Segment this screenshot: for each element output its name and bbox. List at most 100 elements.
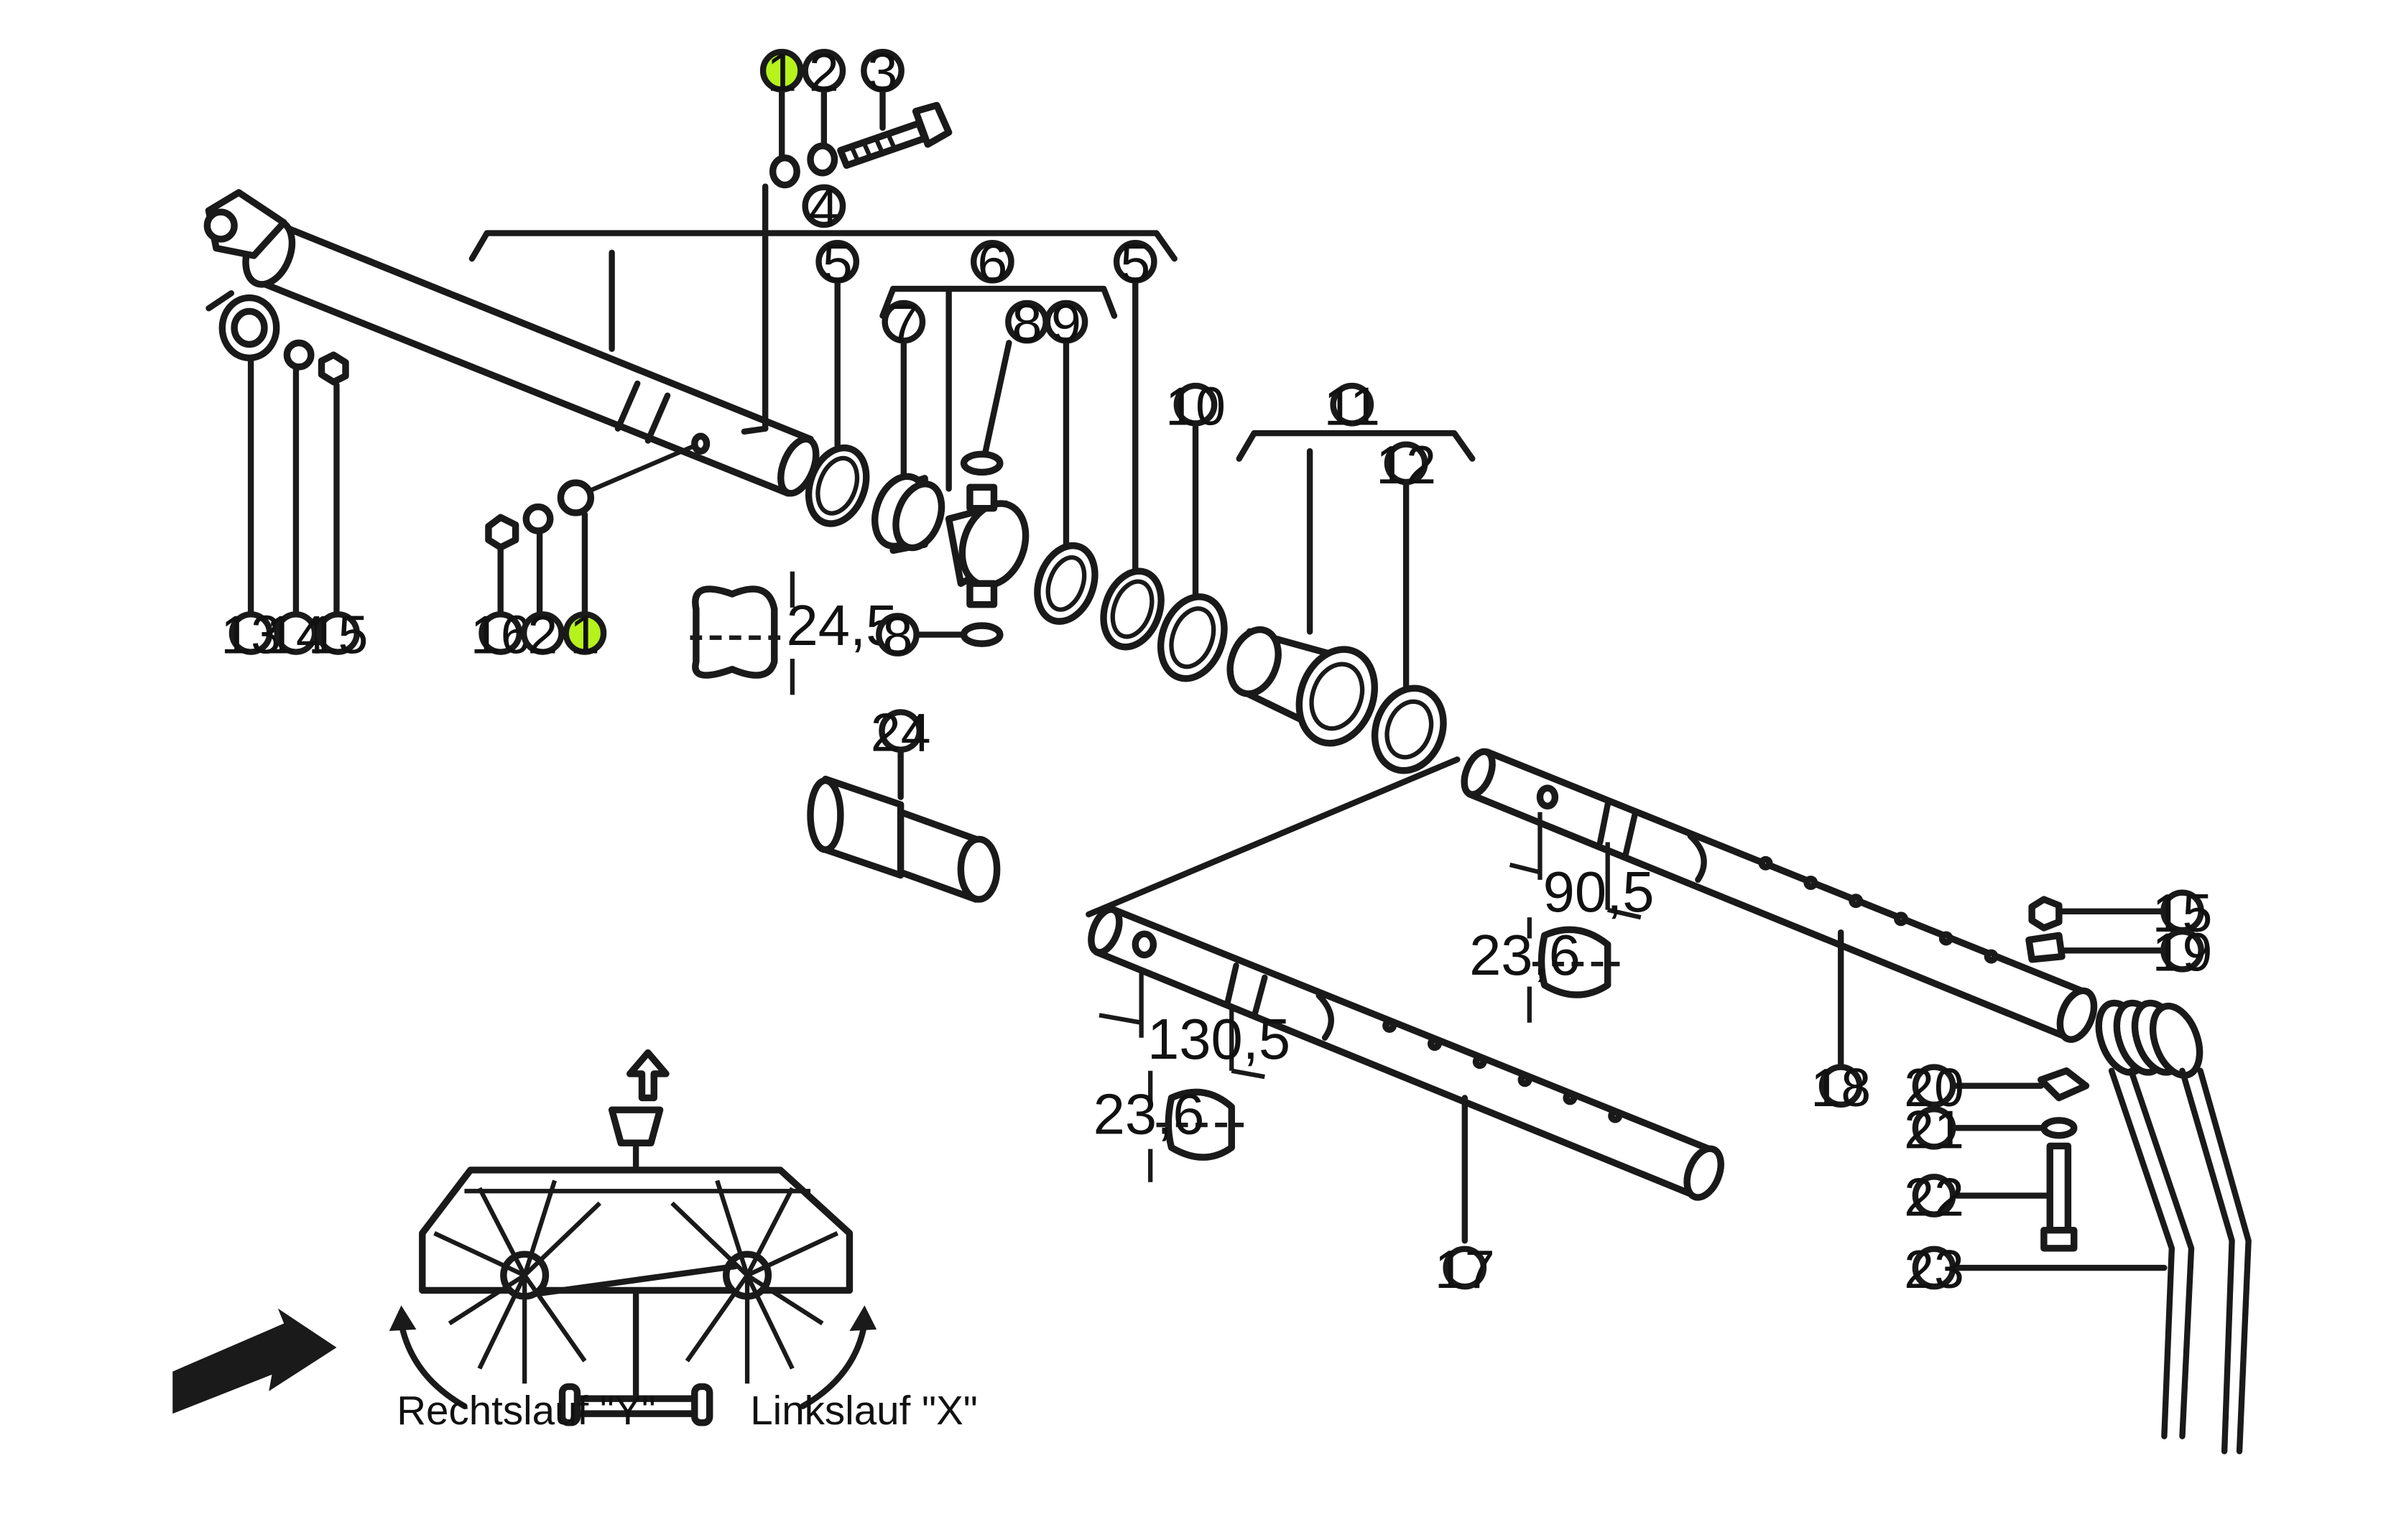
callout-circle [520, 611, 565, 655]
callout-number: 13 [221, 605, 281, 665]
callout-circle [1818, 1064, 1863, 1108]
bolt-3 [837, 101, 953, 170]
callout-number: 16 [471, 605, 531, 665]
callout-circle [563, 611, 607, 655]
washer-14 [283, 339, 315, 371]
callout-circle [228, 611, 273, 655]
spline-profile-24-5 [690, 571, 795, 695]
callout-5: 5 [1113, 233, 1157, 293]
rotor-tube [203, 189, 820, 497]
callout-number: 24 [871, 702, 931, 763]
callout-number: 10 [1165, 376, 1226, 436]
callout-number: 1 [570, 605, 600, 665]
shaft-17 [1088, 906, 1724, 1201]
callout-circle [882, 300, 926, 344]
callout-circle [879, 709, 922, 753]
callout-1: 1 [563, 605, 607, 665]
callout-16: 16 [471, 605, 531, 665]
callout-circle [1912, 1105, 1956, 1150]
callout-8: 8 [876, 606, 920, 667]
callout-circle [1330, 382, 1374, 427]
callout-circle [970, 239, 1014, 284]
caption-left-rotation: Linkslauf "X" [750, 1388, 978, 1433]
callout-2: 2 [802, 42, 846, 103]
callout-8: 8 [1005, 293, 1049, 353]
sleeve-24 [807, 775, 1001, 903]
callout-11: 11 [1324, 376, 1380, 436]
callout-number: 15 [308, 605, 369, 665]
travel-direction-arrow [172, 1308, 337, 1414]
nut-15-right [2028, 896, 2063, 932]
dimension-23-6-upper: 23,6 [1469, 923, 1581, 987]
washer-1-lower [557, 479, 595, 516]
callout-number: 12 [1376, 435, 1436, 495]
callout-number: 22 [1904, 1167, 1964, 1228]
dimension-130-5: 130,5 [1147, 1007, 1290, 1071]
seal-9 [1034, 542, 1099, 625]
callout-13: 13 [221, 605, 281, 665]
callout-3: 3 [861, 42, 905, 103]
callout-9: 9 [1044, 293, 1088, 353]
callout-number: 4 [809, 177, 839, 238]
callout-circle [1912, 1246, 1956, 1290]
bearing-13 [218, 294, 280, 362]
callout-number: 21 [1904, 1099, 1964, 1159]
callout-7: 7 [882, 293, 926, 353]
callout-number: 5 [823, 233, 853, 293]
caption-right-rotation: Rechtslauf "Y" [397, 1388, 656, 1433]
bushing-7 [871, 473, 945, 555]
group-bracket-main [468, 230, 1178, 262]
callout-number: 5 [1120, 233, 1150, 293]
callout-number: 2 [527, 605, 558, 665]
callout-number: 14 [266, 605, 326, 665]
callout-number: 11 [1324, 376, 1380, 436]
callout-15: 15 [308, 605, 369, 665]
callout-12: 12 [1376, 435, 1436, 495]
nut-15 [318, 351, 349, 386]
callout-number: 9 [1051, 293, 1081, 353]
dimension-90-5: 90,5 [1543, 860, 1655, 924]
callout-circle [478, 611, 523, 655]
clamp-20 [2037, 1067, 2090, 1102]
callout-circle [316, 611, 360, 655]
callout-number: 8 [1012, 293, 1042, 353]
callout-number: 3 [868, 42, 898, 103]
circlip-8-top [960, 450, 1004, 476]
callout-circle [1912, 1174, 1956, 1217]
callout-circle [876, 613, 920, 657]
shaft-18 [1461, 748, 2098, 1043]
callout-number: 17 [1435, 1239, 1495, 1299]
callout-number: 23 [1904, 1239, 1964, 1299]
callout-circle [1912, 1064, 1956, 1108]
callout-4: 4 [802, 177, 846, 238]
callout-circle [1173, 382, 1218, 427]
housing-11 [1226, 626, 1379, 747]
callout-2: 2 [520, 605, 565, 665]
callout-circle [861, 49, 905, 93]
spacer-19 [2025, 932, 2066, 963]
callout-5: 5 [815, 233, 860, 293]
callout-18: 18 [1810, 1057, 1871, 1118]
hub-6 [945, 483, 1030, 608]
callout-circle [815, 239, 860, 284]
callout-circle [802, 49, 846, 93]
bearing-12 [1371, 685, 1447, 774]
ring-5-left [805, 444, 870, 527]
callout-23: 23 [1904, 1239, 1964, 1299]
dimension-23-6-lower: 23,6 [1093, 1082, 1205, 1146]
spline-profile-23-6-upper [1527, 917, 1620, 1023]
callout-number: 6 [977, 233, 1007, 293]
callout-number: 18 [1810, 1057, 1871, 1118]
callout-circle [274, 611, 318, 655]
circlip-8-bottom [960, 622, 1004, 647]
spring-tine-23 [2095, 999, 2252, 1455]
callout-19: 19 [2152, 922, 2213, 982]
spline-profile-23-6-lower [1148, 1070, 1244, 1182]
callout-22: 22 [1904, 1167, 1964, 1228]
callout-number: 19 [2152, 922, 2213, 982]
callout-circle [1443, 1246, 1487, 1290]
callout-number: 8 [882, 606, 912, 667]
callout-circle [1113, 239, 1157, 284]
